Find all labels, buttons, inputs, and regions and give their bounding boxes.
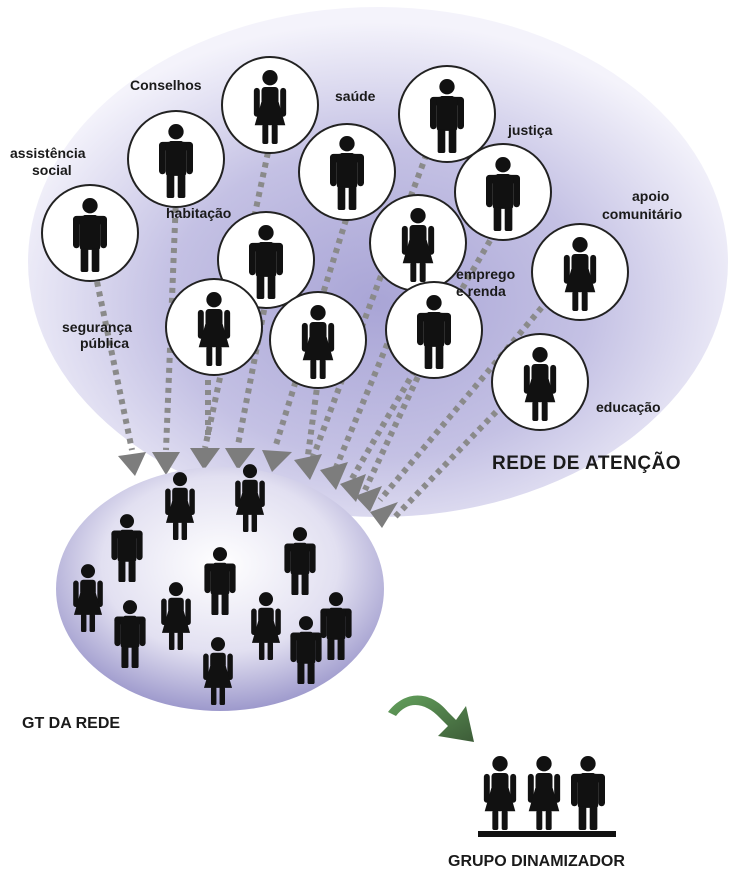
label-apoio-line1: apoio xyxy=(632,188,669,204)
label-educacao: educação xyxy=(596,399,661,415)
sector-node-topleft xyxy=(127,110,225,208)
label-seguranca-line1: segurança xyxy=(62,319,132,335)
label-habitacao: habitação xyxy=(166,205,231,221)
female-figure-icon xyxy=(527,756,561,830)
label-assistencia-line1: assistência xyxy=(10,145,86,161)
arrow-heads xyxy=(118,448,398,528)
sector-node-conselhos xyxy=(221,56,319,154)
sector-node-assistencia xyxy=(41,184,139,282)
sector-node-justica xyxy=(398,65,496,163)
label-assistencia-line2: social xyxy=(32,162,72,178)
sector-node-habitacao xyxy=(217,211,315,309)
label-saude: saúde xyxy=(335,88,376,104)
title-gt-da-rede: GT DA REDE xyxy=(22,715,120,732)
sector-node-apoio xyxy=(531,223,629,321)
sector-node-saude xyxy=(298,123,396,221)
sector-node-seguranca xyxy=(165,278,263,376)
grupo-figures xyxy=(483,756,605,830)
label-justica: justiça xyxy=(507,122,553,138)
male-figure-icon xyxy=(571,756,605,830)
label-conselhos: Conselhos xyxy=(130,77,202,93)
label-apoio-line2: comunitário xyxy=(602,206,682,222)
sector-node-upper-right xyxy=(454,143,552,241)
label-seguranca-line2: pública xyxy=(80,335,129,351)
sector-node-emprego xyxy=(385,281,483,379)
grupo-base-line xyxy=(478,831,616,837)
title-rede-de-atencao: REDE DE ATENÇÃO xyxy=(492,452,681,474)
label-emprego-line1: emprego xyxy=(456,266,515,282)
female-figure-icon xyxy=(483,756,517,830)
sector-node-educacao xyxy=(491,333,589,431)
title-grupo-dinamizador: GRUPO DINAMIZADOR xyxy=(448,853,625,870)
sector-node-center xyxy=(369,194,467,292)
sector-node-mid xyxy=(269,291,367,389)
label-emprego-line2: e renda xyxy=(456,283,506,299)
curved-arrow-icon xyxy=(388,695,474,742)
